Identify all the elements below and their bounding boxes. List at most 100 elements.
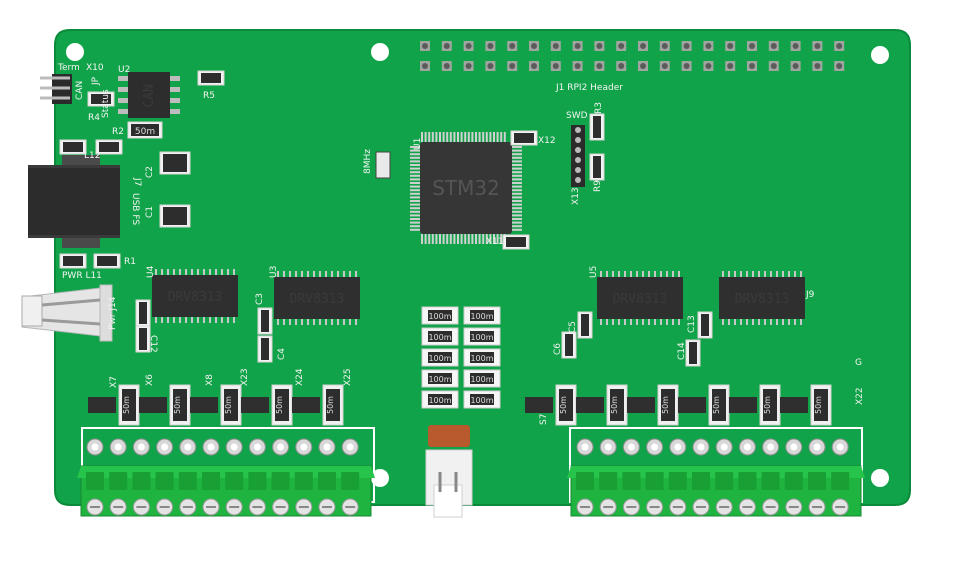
label-j7: J7 <box>132 177 142 186</box>
drv8313-label: DRV8313 <box>735 292 790 307</box>
label-r4: R4 <box>88 113 100 123</box>
passive-part <box>589 153 605 181</box>
svg-text:50m: 50m <box>135 127 155 137</box>
usb-connector-tab <box>62 155 100 165</box>
terminal-block-left <box>77 438 375 517</box>
mosfet <box>190 397 218 413</box>
label-j1: J1 RPI2 Header <box>555 83 623 93</box>
passive-part <box>257 307 273 335</box>
label-r3: R3 <box>594 102 604 114</box>
mosfet <box>678 397 706 413</box>
mosfet <box>241 397 269 413</box>
label-x7: X7 <box>109 376 119 388</box>
label-status: Status <box>101 89 111 118</box>
chip-pin <box>118 109 128 114</box>
passive-part <box>87 91 115 107</box>
passive-part <box>135 299 151 327</box>
passive-part <box>95 139 123 155</box>
label-x24: X24 <box>295 368 305 386</box>
passive-part <box>697 311 713 339</box>
label-x12: X12 <box>538 136 556 146</box>
label-pwr-j14: Pwr J14 <box>108 296 118 330</box>
passive-part <box>59 253 87 269</box>
passive-part <box>510 130 538 146</box>
stm32-chip <box>420 142 512 234</box>
mosfet <box>627 397 655 413</box>
drv8313-label: DRV8313 <box>168 290 223 305</box>
label-u5: U5 <box>589 266 599 278</box>
capacitor-orange <box>428 425 470 447</box>
usb-connector-tab <box>62 238 100 248</box>
svg-text:50m: 50m <box>814 396 823 414</box>
chip-pin <box>170 76 180 81</box>
label-c1: C1 <box>145 206 155 218</box>
label-l12: L12 <box>84 151 100 161</box>
label-usbfs: USB FS <box>130 193 140 225</box>
svg-text:100m: 100m <box>470 375 493 384</box>
svg-text:100m: 100m <box>470 333 493 342</box>
label-c3: C3 <box>255 293 265 305</box>
label-j9: J9 <box>805 290 815 300</box>
svg-text:50m: 50m <box>610 396 619 414</box>
power-jack-end <box>21 295 43 327</box>
drv8313-label: DRV8313 <box>290 292 345 307</box>
label-x22: X22 <box>855 387 865 405</box>
stm32-pins <box>410 132 522 244</box>
mount-hole <box>66 43 84 61</box>
passive-part <box>159 204 191 228</box>
label-8mhz: 8MHz <box>363 149 373 174</box>
svg-text:50m: 50m <box>326 396 335 414</box>
svg-text:100m: 100m <box>470 354 493 363</box>
mosfet <box>292 397 320 413</box>
svg-text:50m: 50m <box>173 396 182 414</box>
label-u1: U1 <box>413 138 423 150</box>
label-c13: C13 <box>687 315 697 333</box>
mount-hole <box>371 43 389 61</box>
svg-text:100m: 100m <box>428 354 451 363</box>
label-s7: S7 <box>539 414 549 425</box>
stm32-label: STM32 <box>432 176 500 200</box>
label-c5: C5 <box>568 321 578 333</box>
chip-pin <box>118 76 128 81</box>
chip-pin <box>170 87 180 92</box>
chip-pin <box>170 109 180 114</box>
passive-part <box>561 331 577 359</box>
label-r9: R9 <box>593 180 603 192</box>
mount-hole <box>371 469 389 487</box>
mosfet <box>88 397 116 413</box>
svg-text:50m: 50m <box>661 396 670 414</box>
label-x6: X6 <box>145 374 155 386</box>
drv8313-chip <box>597 277 683 319</box>
mount-hole <box>871 469 889 487</box>
center-connector-plug <box>433 484 463 518</box>
label-x11: X11 <box>486 237 504 247</box>
svg-text:100m: 100m <box>428 375 451 384</box>
label-x10: X10 <box>86 63 104 73</box>
term-header <box>40 74 72 104</box>
label-r5: R5 <box>203 91 215 101</box>
chip-pin <box>170 98 180 103</box>
svg-text:100m: 100m <box>428 396 451 405</box>
label-c2: C2 <box>145 166 155 178</box>
swd-header <box>571 125 585 187</box>
drv8313-chip <box>719 277 805 319</box>
svg-text:50m: 50m <box>712 396 721 414</box>
svg-text:100m: 100m <box>428 333 451 342</box>
label-c14: C14 <box>677 342 687 360</box>
svg-text:100m: 100m <box>470 312 493 321</box>
label-u2: U2 <box>118 65 130 75</box>
label-swd: SWD <box>566 111 588 121</box>
label-u4: U4 <box>146 265 156 278</box>
label-jp: JP <box>91 76 101 86</box>
passive-part <box>197 70 225 86</box>
rpi-header-pins <box>420 41 845 71</box>
svg-text:50m: 50m <box>224 396 233 414</box>
svg-text:100m: 100m <box>470 396 493 405</box>
passive-part <box>59 139 87 155</box>
passive-part <box>135 325 151 353</box>
chip-pin <box>118 87 128 92</box>
label-x23: X23 <box>240 368 250 386</box>
